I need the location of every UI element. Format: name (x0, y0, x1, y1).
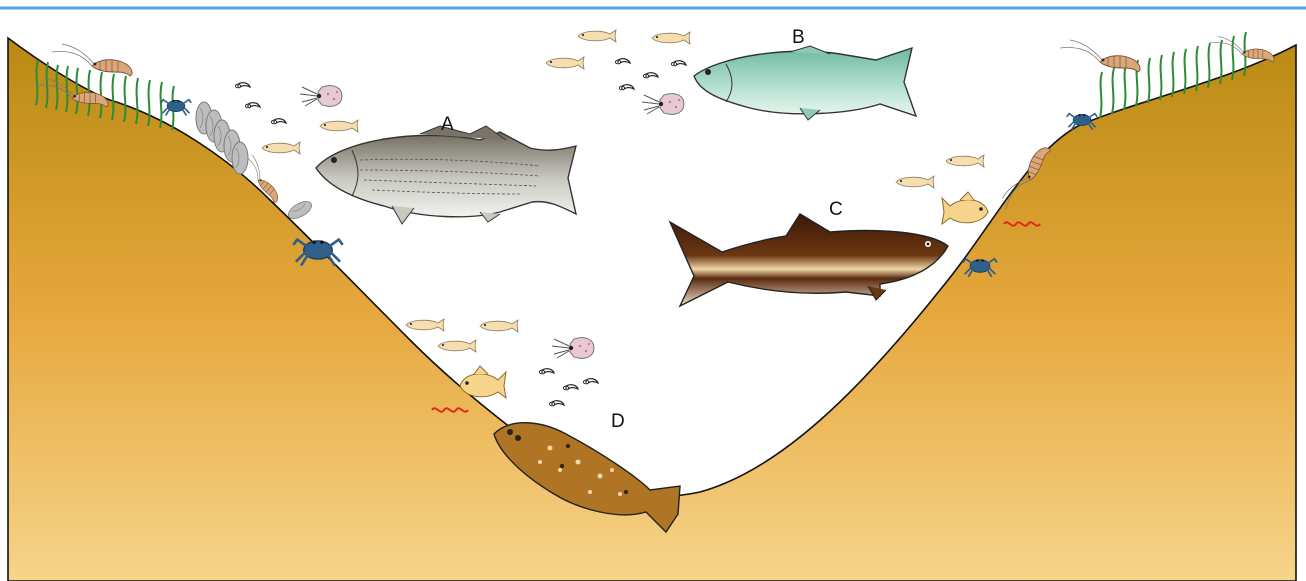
forage-fish-icon (460, 366, 506, 398)
label-a: A (441, 114, 454, 135)
squid-icon (300, 86, 342, 107)
label-d: D (611, 411, 625, 432)
label-c: C (829, 199, 843, 220)
shrimp-icon (1060, 40, 1140, 72)
squid-icon (642, 94, 684, 115)
blue-crab-icon (161, 100, 191, 116)
forage-fish-icon (942, 192, 988, 224)
label-b: B (792, 27, 805, 48)
shrimp-icon (52, 44, 132, 76)
shrimp-icon (1210, 36, 1274, 62)
striped-bass-icon (316, 126, 576, 224)
cobia-icon (670, 214, 948, 306)
bluefish-icon (694, 46, 916, 120)
squid-icon (552, 338, 594, 359)
